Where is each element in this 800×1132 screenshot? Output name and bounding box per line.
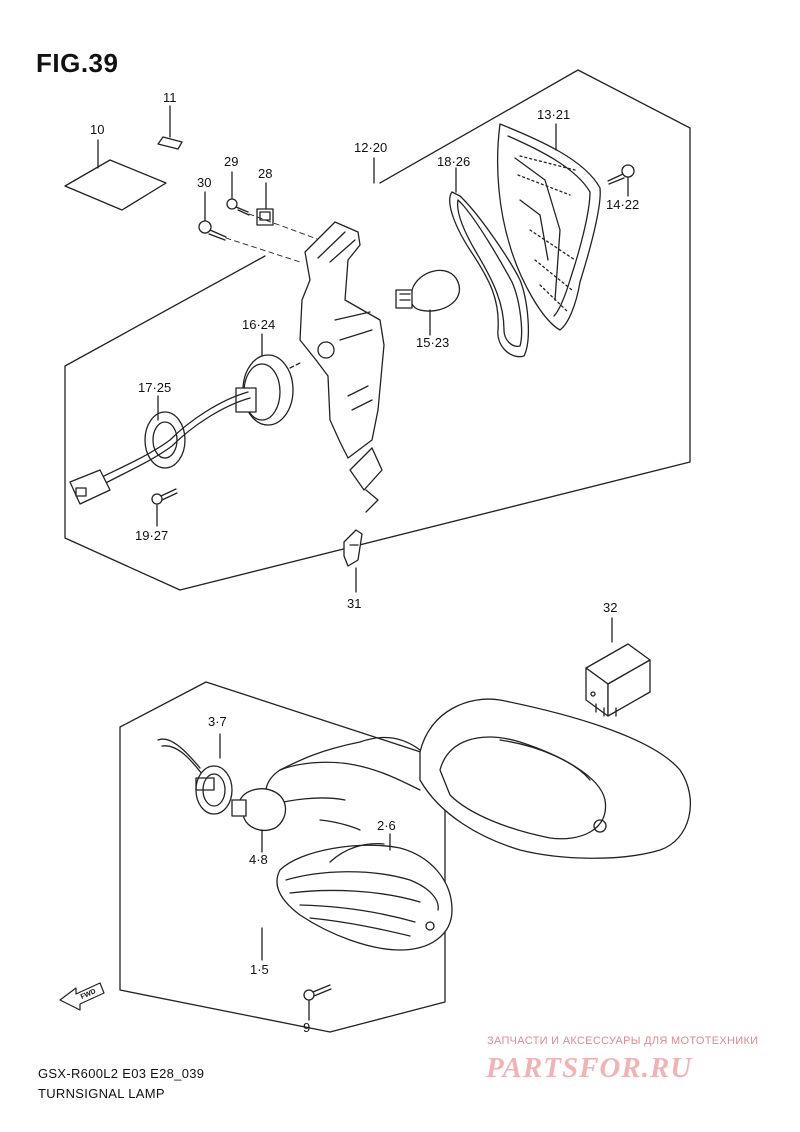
label-part-2-6: 2·6 (377, 818, 396, 833)
model-code: GSX-R600L2 E03 E28_039 (38, 1066, 205, 1081)
part-13-21-lens (496, 123, 601, 331)
label-part-28: 28 (258, 166, 273, 181)
part-11-pad (157, 136, 183, 150)
lower-assembly-frame (119, 681, 446, 1033)
label-part-32: 32 (603, 600, 618, 615)
label-part-14-22: 14·22 (606, 197, 640, 212)
label-part-30: 30 (197, 175, 212, 190)
label-part-3-7: 3·7 (208, 714, 227, 729)
watermark-logo: PARTSFOR.RU (486, 1052, 693, 1084)
label-part-1-5: 1·5 (250, 962, 269, 977)
label-part-13-21: 13·21 (537, 107, 571, 122)
part-16-24-socket (235, 354, 303, 426)
part-29-screw (226, 198, 250, 216)
part-3-7-socket (157, 738, 233, 815)
dashed-30 (225, 237, 301, 263)
watermark-tagline: ЗАПЧАСТИ И АКСЕССУАРЫ ДЛЯ МОТОТЕХНИКИ (487, 1035, 759, 1047)
label-part-18-26: 18·26 (437, 154, 471, 169)
label-part-16-24: 16·24 (242, 317, 276, 332)
assembly-name: TURNSIGNAL LAMP (38, 1086, 165, 1101)
part-2-6-lens (276, 842, 453, 951)
label-part-12-20: 12·20 (354, 140, 388, 155)
label-part-10: 10 (90, 122, 105, 137)
part-30-screw (198, 220, 227, 241)
part-17-25-grommet-harness (69, 391, 251, 505)
part-4-8-bulb (231, 788, 287, 832)
part-18-26-gasket (449, 191, 529, 358)
part-10-sheet (64, 159, 167, 211)
label-part-4-8: 4·8 (249, 852, 268, 867)
upper-assembly-frame (64, 69, 691, 591)
dashed-29 (248, 213, 321, 241)
part-28-nut (256, 208, 274, 226)
label-part-17-25: 17·25 (138, 380, 172, 395)
part-9-screw (303, 984, 332, 1001)
label-part-29: 29 (224, 154, 239, 169)
part-12-20-bracket (299, 221, 385, 491)
label-part-15-23: 15·23 (416, 335, 450, 350)
label-part-19-27: 19·27 (135, 528, 169, 543)
label-part-9: 9 (303, 1020, 311, 1035)
fwd-arrow-icon (59, 982, 105, 1011)
part-15-23-bulb (395, 269, 461, 312)
part-32-relay (585, 643, 651, 717)
label-part-31: 31 (347, 596, 362, 611)
part-14-22-screw (607, 164, 635, 185)
label-part-11: 11 (163, 90, 177, 105)
mirror-housing (265, 698, 692, 859)
part-31-clip (343, 489, 379, 567)
figure-title: FIG.39 (36, 48, 119, 78)
part-19-27-screw (151, 488, 178, 505)
